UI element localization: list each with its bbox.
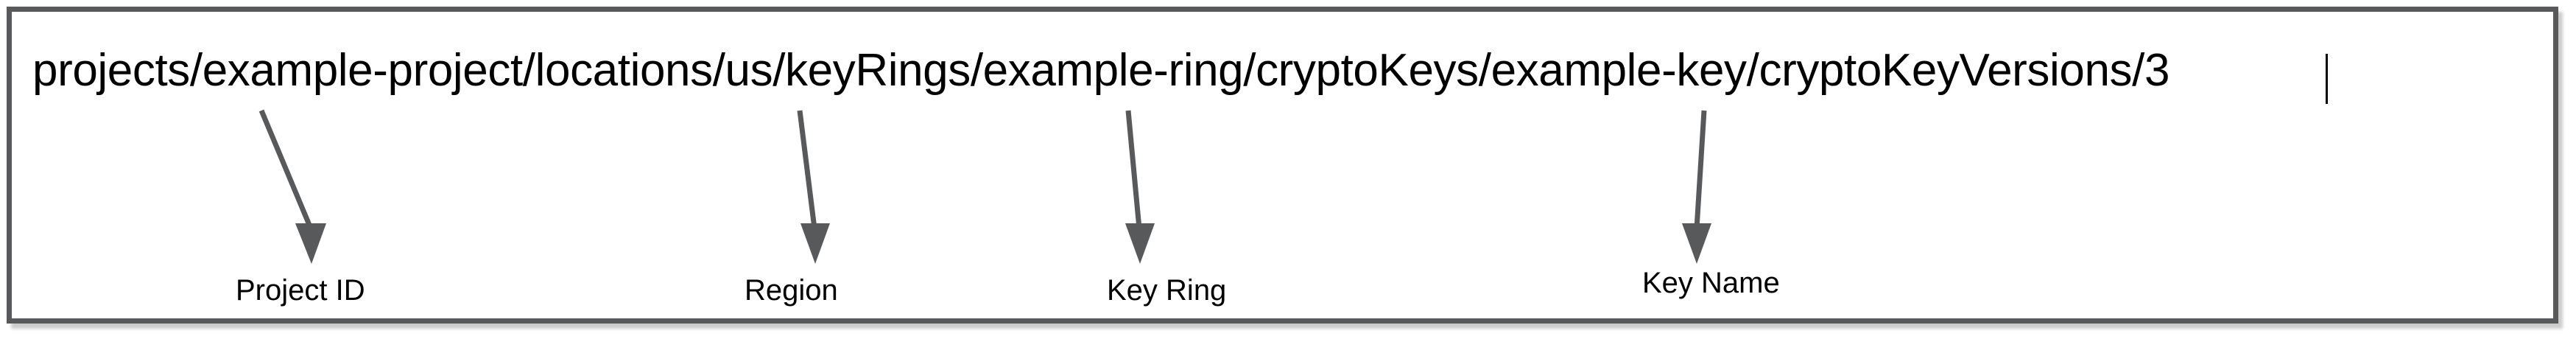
arrow-region-icon — [797, 110, 830, 264]
annotation-label-key-name: Key Name — [1642, 267, 1780, 299]
arrow-project-id-icon — [258, 109, 326, 264]
annotation-label-project-id: Project ID — [236, 274, 365, 307]
arrow-key-ring-icon — [1125, 110, 1155, 264]
resource-name-panel: projects/example-project/locations/us/ke… — [7, 7, 2558, 324]
text-caret — [2326, 54, 2328, 104]
annotation-label-key-ring: Key Ring — [1107, 274, 1227, 307]
resource-path-text[interactable]: projects/example-project/locations/us/ke… — [32, 45, 2170, 96]
annotation-label-region: Region — [745, 274, 838, 307]
arrow-key-name-icon — [1682, 110, 1711, 264]
